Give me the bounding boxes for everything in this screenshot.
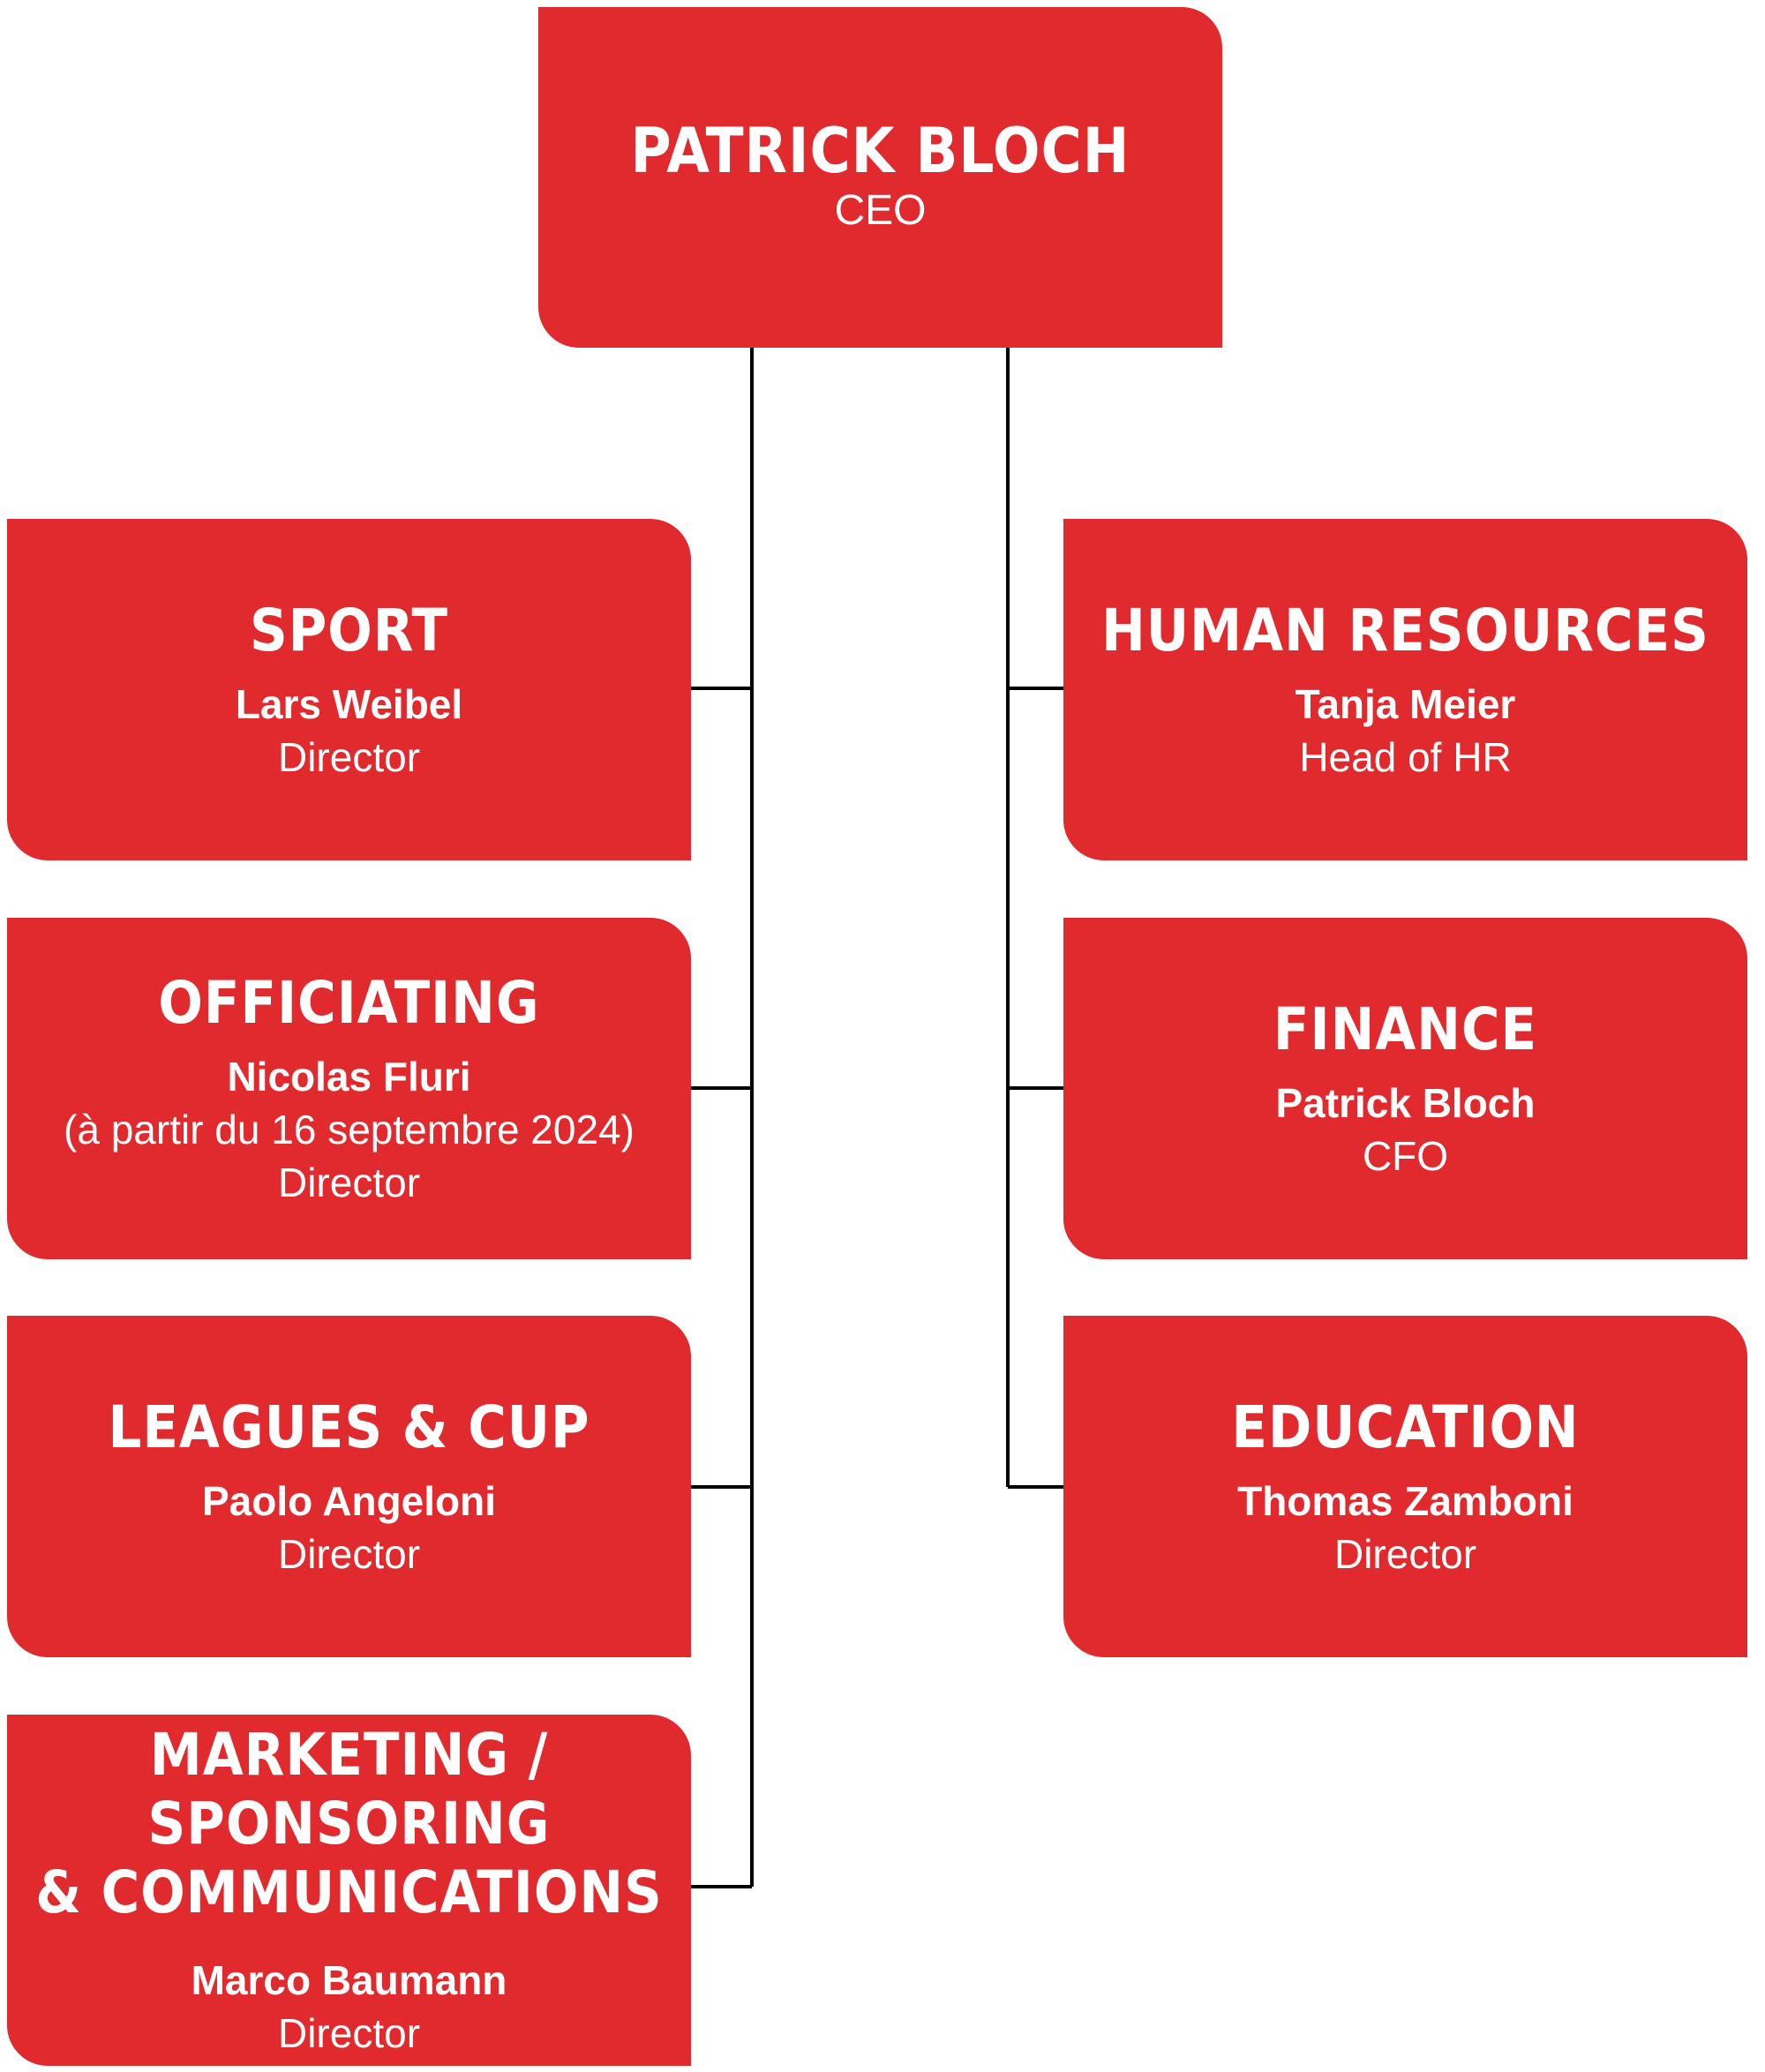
department-box-sport: SPORT Lars Weibel Director: [7, 519, 691, 860]
department-title: EDUCATION: [1231, 1393, 1580, 1461]
department-head-name: Marco Baumann: [191, 1957, 507, 2003]
department-title: SPORT: [249, 596, 448, 664]
department-box-education: EDUCATION Thomas Zamboni Director: [1063, 1316, 1747, 1657]
department-head-role: Director: [277, 1530, 421, 1577]
department-title: FINANCE: [1273, 995, 1538, 1063]
department-title: HUMAN RESOURCES: [1101, 596, 1709, 664]
department-title: LEAGUES & CUP: [108, 1393, 590, 1461]
department-head-name: Tanja Meier: [1295, 680, 1516, 727]
department-head-role: Director: [277, 1159, 421, 1205]
ceo-name: PATRICK BLOCH: [630, 115, 1130, 187]
department-box-human-resources: HUMAN RESOURCES Tanja Meier Head of HR: [1063, 519, 1747, 860]
department-head-name: Paolo Angeloni: [201, 1477, 497, 1524]
department-head-role: Head of HR: [1299, 733, 1512, 780]
department-head-role: Director: [277, 733, 421, 780]
ceo-box: PATRICK BLOCH CEO: [538, 7, 1222, 348]
department-box-officiating: OFFICIATING Nicolas Fluri (à partir du 1…: [7, 918, 691, 1259]
department-head-role: Director: [1333, 1530, 1477, 1577]
department-box-leagues-cup: LEAGUES & CUP Paolo Angeloni Director: [7, 1316, 691, 1657]
department-head-name: Nicolas Fluri: [227, 1053, 471, 1100]
department-box-finance: FINANCE Patrick Bloch CFO: [1063, 918, 1747, 1259]
department-head-note: (à partir du 16 septembre 2024): [64, 1106, 635, 1152]
department-box-marketing: MARKETING / SPONSORING & COMMUNICATIONS …: [7, 1715, 691, 2066]
ceo-role: CEO: [834, 187, 927, 234]
department-head-role: CFO: [1362, 1132, 1449, 1179]
department-title: OFFICIATING: [158, 968, 540, 1037]
department-head-name: Lars Weibel: [235, 680, 463, 727]
department-head-name: Thomas Zamboni: [1237, 1477, 1573, 1524]
department-head-name: Patrick Bloch: [1275, 1079, 1536, 1126]
department-head-role: Director: [277, 2010, 421, 2056]
department-title: MARKETING / SPONSORING & COMMUNICATIONS: [35, 1721, 663, 1926]
